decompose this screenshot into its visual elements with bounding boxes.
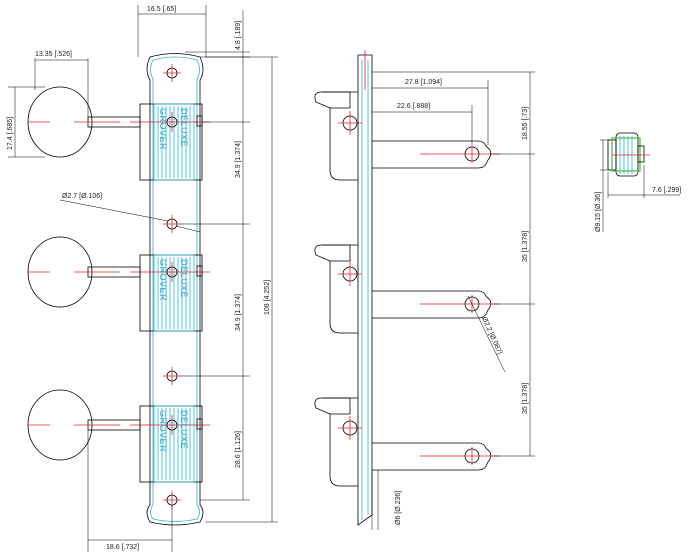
mounting-plate-outline-cyan [150, 56, 200, 522]
side-tuner-2 [314, 244, 500, 334]
side-tuner-1 [314, 91, 500, 181]
brand-text-right-2: DELUXE [179, 259, 189, 298]
svg-text:13.35 [.526]: 13.35 [.526] [35, 51, 72, 58]
brand-text-left-1: GROVER [158, 108, 168, 150]
plate-hole-2 [163, 215, 181, 233]
dim-top-width: 16.5 [.65] [137, 5, 207, 57]
svg-text:16.5 [.65]: 16.5 [.65] [147, 6, 176, 13]
dim-bushing-diameter: Ø9.15 [Ø.36] [595, 139, 610, 232]
svg-text:Ø9.15 [Ø.36]: Ø9.15 [Ø.36] [595, 192, 602, 232]
gear-housing-2 [130, 254, 210, 332]
svg-text:4.8 [.189]: 4.8 [.189] [235, 21, 242, 50]
svg-text:35 [1.378]: 35 [1.378] [522, 231, 529, 262]
side-view: 27.8 [1.094] 22.6 [.888] 18.55 [.73] 35 … [314, 50, 535, 530]
side-plate [357, 54, 373, 526]
front-view: GROVER DELUXE GROVER DELUXE GROVER DELUX… [7, 5, 278, 552]
dim-post-spacing-2: 35 [1.378] [492, 304, 535, 457]
gear-housing-1 [130, 103, 210, 181]
plate-hole-1 [163, 64, 181, 82]
dim-button-width: 13.35 [.526] [34, 51, 89, 117]
dim-spacing-2: 34.9 [1.374] [235, 224, 244, 376]
svg-text:35 [1.378]: 35 [1.378] [522, 383, 529, 414]
plate-hole-3 [163, 367, 181, 385]
svg-text:34.9 [1.374]: 34.9 [1.374] [235, 141, 242, 178]
dim-top-offset: 4.8 [.189] [185, 10, 250, 75]
dim-top-post: 18.55 [.73] [372, 71, 535, 155]
dim-button-height: 17.4 [.685] [7, 86, 45, 158]
dim-post-inner: 22.6 [.888] [372, 103, 473, 145]
svg-text:27.8 [1.094]: 27.8 [1.094] [405, 79, 442, 86]
dim-post-diameter: Ø6 [Ø.236] [371, 470, 402, 530]
brand-text-right-1: DELUXE [179, 108, 189, 147]
dim-post-length: 27.8 [1.094] [372, 79, 489, 145]
svg-text:28.6 [1.126]: 28.6 [1.126] [235, 431, 242, 468]
svg-text:Ø6 [Ø.236]: Ø6 [Ø.236] [395, 491, 402, 525]
mounting-plate [146, 53, 204, 526]
dim-bushing-height: 7.6 [.299] [607, 165, 681, 198]
svg-text:18.6 [.732]: 18.6 [.732] [106, 544, 139, 551]
side-tuner-3 [314, 397, 500, 487]
brand-text-left-2: GROVER [158, 259, 168, 301]
svg-text:Ø2.2 [Ø.087]: Ø2.2 [Ø.087] [480, 316, 503, 356]
gear-housing-3 [130, 405, 210, 483]
dim-hole-leader: Ø2.7 [Ø.106] [59, 193, 201, 233]
bushing-view: 7.6 [.299] Ø9.15 [Ø.36] [595, 132, 681, 232]
tuner-button-2 [27, 236, 141, 308]
svg-text:Ø2.7 [Ø.106]: Ø2.7 [Ø.106] [62, 193, 102, 200]
svg-text:17.4 [.685]: 17.4 [.685] [7, 117, 14, 150]
dim-total-length: 108 [4.252] [264, 57, 273, 522]
dim-post-spacing-1: 35 [1.378] [492, 154, 535, 305]
brand-text-right-3: DELUXE [179, 410, 189, 449]
svg-text:34.9 [1.374]: 34.9 [1.374] [235, 294, 242, 331]
tuner-button-1 [27, 86, 141, 158]
tuner-button-3 [27, 389, 141, 461]
dim-extension-lines [180, 56, 278, 523]
dim-spacing-1: 34.9 [1.374] [235, 75, 244, 224]
dim-bottom: 28.6 [1.126] [235, 376, 244, 500]
svg-text:7.6 [.299]: 7.6 [.299] [652, 187, 681, 194]
dim-bottom-width: 18.6 [.732] [87, 430, 173, 552]
svg-text:22.6 [.888]: 22.6 [.888] [397, 103, 430, 110]
svg-text:18.55 [.73]: 18.55 [.73] [522, 107, 529, 140]
dim-post-hole: Ø2.2 [Ø.087] [467, 295, 506, 373]
brand-text-left-3: GROVER [158, 410, 168, 452]
svg-text:108 [4.252]: 108 [4.252] [264, 280, 271, 315]
